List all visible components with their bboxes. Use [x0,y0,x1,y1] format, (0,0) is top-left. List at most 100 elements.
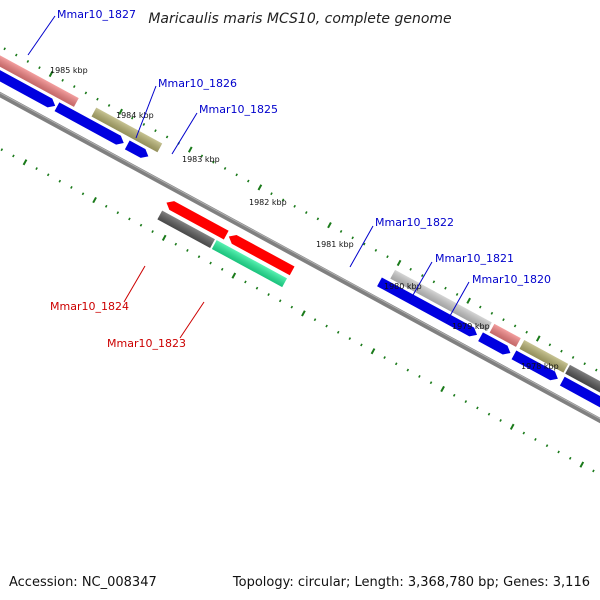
outer-tick-2 [3,47,6,51]
blue-arrow-2[interactable] [54,102,127,147]
blue-arrow-3[interactable] [124,140,151,161]
outer-tick-20 [212,160,215,164]
inner-tick-28 [209,261,212,265]
label-mmar10-1826[interactable]: Mmar10_1826 [135,77,237,139]
kbp-label-1978: 1978 kbp [521,362,559,371]
outer-tick-36 [396,259,402,267]
gene-mmar10-1824-arrow[interactable] [164,198,229,240]
gene-mmar10-1822[interactable] [390,269,492,332]
blue-arrow-5[interactable] [478,332,513,357]
inner-tick-48 [440,385,445,393]
blue-arrow-4[interactable] [377,277,479,340]
inner-tick-57 [545,444,549,448]
gene-red-right[interactable] [226,232,295,276]
label-mmar10-1821[interactable]: Mmar10_1821 [408,252,514,303]
outer-tick-40 [444,286,447,290]
svg-text:Mmar10_1824: Mmar10_1824 [50,300,129,313]
blue-arrow-1[interactable] [0,64,58,110]
outer-tick-25 [270,192,273,196]
inner-tick-24 [161,234,167,241]
outer-tick-4 [26,59,30,63]
outer-tick-39 [432,280,436,284]
svg-text:Mmar10_1827: Mmar10_1827 [57,8,136,21]
inner-tick-61 [592,469,595,473]
outer-tick-42 [466,297,471,304]
kbp-label-1979: 1979 kbp [452,322,490,331]
label-mmar10-1825[interactable]: Mmar10_1825 [171,103,278,155]
inner-tick-13 [35,167,38,170]
inner-tick-29 [220,267,224,271]
blue-arrow-6[interactable] [511,350,561,384]
inner-tick-36 [301,310,306,317]
inner-tick-51 [476,406,479,410]
kbp-label-1980: 1980 kbp [384,282,422,291]
outer-tick-15 [154,129,157,133]
inner-tick-54 [509,423,515,430]
inner-tick-19 [104,204,108,208]
outer-tick-23 [247,179,250,183]
inner-tick-55 [522,431,526,435]
gene-mmar10-1824[interactable] [157,210,215,248]
outer-tick-53 [595,368,598,372]
outer-tick-49 [548,343,552,347]
label-mmar10-1827[interactable]: Mmar10_1827 [27,8,136,56]
outer-tick-44 [490,311,494,315]
inner-tick-40 [348,337,352,341]
inner-tick-33 [267,293,270,296]
outer-tick-48 [535,335,541,342]
label-mmar10-1822[interactable]: Mmar10_1822 [349,216,454,268]
inner-tick-16 [70,186,73,189]
inner-tick-49 [452,393,456,397]
blue-arrow-7[interactable] [559,376,600,436]
outer-tick-46 [513,324,517,328]
outer-tick-9 [84,91,88,95]
label-mmar10-1824[interactable]: Mmar10_1824 [50,265,146,313]
outer-tick-row [3,47,598,372]
inner-tick-53 [499,419,502,422]
inner-tick-15 [58,179,62,183]
label-mmar10-1820[interactable]: Mmar10_1820 [445,273,551,324]
inner-tick-22 [139,223,143,227]
outer-tick-30 [327,222,332,229]
inner-tick-45 [406,368,410,372]
inner-tick-52 [487,412,491,416]
gene-mmar10-1820[interactable] [519,340,569,373]
outer-tick-41 [455,293,459,296]
page-title: Maricaulis maris MCS10, complete genome [148,11,451,27]
inner-tick-50 [464,400,468,404]
svg-text:Mmar10_1822: Mmar10_1822 [375,216,454,229]
inner-tick-23 [151,230,154,233]
inner-tick-30 [231,272,237,279]
outer-tick-13 [130,116,134,120]
outer-tick-33 [363,242,366,246]
label-mmar10-1823[interactable]: Mmar10_1823 [107,301,205,350]
inner-tick-17 [81,192,85,196]
inner-tick-38 [325,324,328,328]
gene-mmar10-1827[interactable] [0,52,79,107]
outer-tick-26 [281,198,285,202]
outer-tick-6 [48,70,54,78]
inner-tick-14 [46,173,50,177]
inner-tick-59 [568,456,572,460]
inner-tick-43 [383,356,386,359]
gene-mmar10-1823[interactable] [211,240,287,288]
kbp-label-1985: 1985 kbp [50,66,88,75]
outer-tick-51 [571,356,575,359]
gene-mmar10-1826[interactable] [91,107,163,153]
gene-dark-grey[interactable] [565,364,600,422]
inner-tick-11 [12,154,15,158]
outer-tick-38 [421,274,424,277]
inner-tick-32 [255,286,259,290]
kbp-label-1982: 1982 kbp [249,198,287,207]
inner-tick-37 [313,318,317,322]
outer-tick-29 [316,217,320,221]
outer-tick-7 [61,78,64,82]
gene-mmar10-1821[interactable] [489,323,521,347]
outer-tick-16 [165,135,169,139]
inner-tick-row [0,148,595,473]
svg-text:Mmar10_1825: Mmar10_1825 [199,103,278,116]
svg-text:Mmar10_1820: Mmar10_1820 [472,273,551,286]
inner-tick-56 [534,437,537,441]
inner-tick-10 [0,148,4,152]
outer-tick-19 [200,154,204,158]
